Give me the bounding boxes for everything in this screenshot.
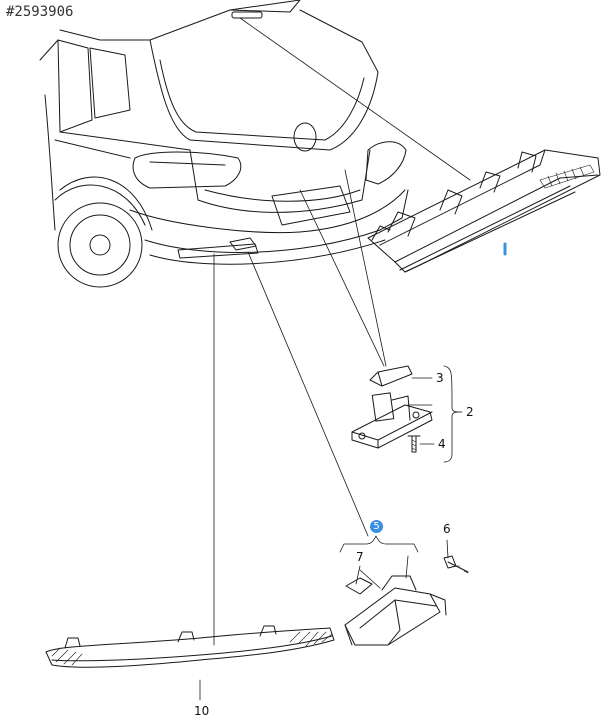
vehicle-rear-illustration	[39, 0, 409, 288]
callout-7: 7	[356, 550, 364, 564]
callout-1-hotspot[interactable]: 1	[500, 240, 512, 258]
rear-fog-light-assembly	[344, 555, 469, 646]
callout-10: 10	[194, 704, 210, 718]
callout-5-hotspot[interactable]: 5	[370, 520, 383, 533]
callout-3: 3	[436, 371, 444, 385]
callout-6: 6	[443, 522, 451, 536]
leader-lines	[199, 17, 507, 701]
callout-2: 2	[466, 405, 474, 419]
license-plate-light-assembly	[351, 365, 433, 453]
rear-reflector-strip	[45, 625, 335, 668]
callout-1-label: 1	[500, 240, 512, 241]
callout-4: 4	[438, 437, 446, 451]
high-mounted-brake-light	[367, 149, 601, 273]
drawing-number: #2593906	[6, 4, 74, 20]
